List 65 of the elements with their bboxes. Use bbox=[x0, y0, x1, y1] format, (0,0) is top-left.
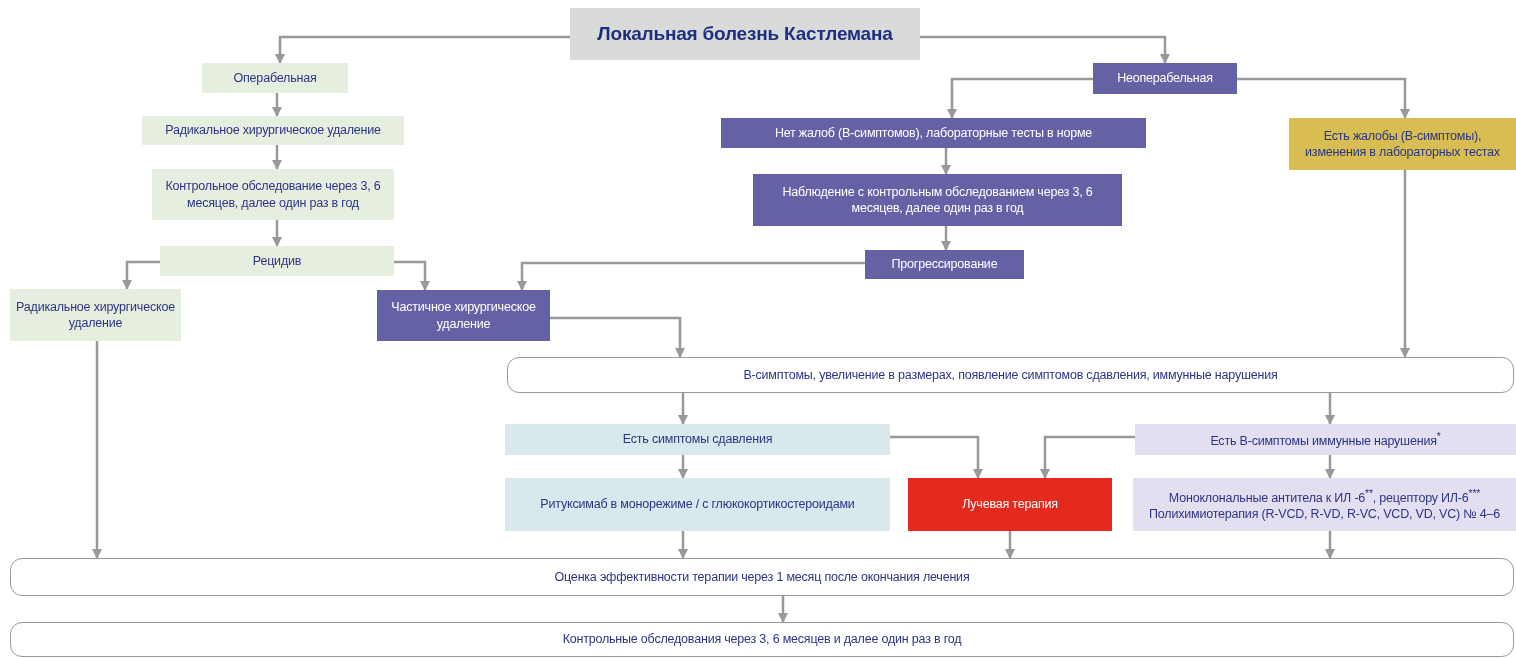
arrow bbox=[550, 316, 685, 358]
box-text: Контрольное обследование через 3, 6 месяцев, далее один раз в год bbox=[164, 178, 382, 211]
box-text: Локальная болезнь Кастлемана bbox=[597, 21, 893, 46]
rounded-box bbox=[507, 357, 1514, 393]
arrow bbox=[920, 35, 1170, 64]
process-box bbox=[1289, 118, 1516, 170]
process-box bbox=[721, 118, 1146, 148]
box-text: Наблюдение с контрольным обследованием через 3, 6 месяцев, далее один раз в год bbox=[781, 183, 1094, 217]
box-text: Радикальное хирургическое удаление bbox=[16, 298, 175, 332]
arrow bbox=[92, 341, 102, 559]
arrow bbox=[1005, 531, 1015, 559]
box-text: Радикальное хирургическое удаление bbox=[165, 122, 381, 139]
arrow bbox=[678, 531, 688, 559]
arrow bbox=[122, 260, 160, 290]
process-box bbox=[377, 290, 550, 341]
box-text: Моноклональные антитела к ИЛ -6$^{**}$, рецептору ИЛ-6$^{***}$ Полихимиотерапия (R-VCD, R-VD, R-VC, VCD, VD, VC) № 4–6 bbox=[1148, 486, 1501, 523]
arrow bbox=[272, 220, 282, 247]
process-box bbox=[505, 424, 890, 455]
process-box bbox=[152, 169, 394, 220]
arrow bbox=[678, 393, 688, 425]
box-text: Есть В-симптомы иммунные нарушения$^{*}$ bbox=[1210, 429, 1441, 450]
box-text: Нет жалоб (В-симптомов), лабораторные тесты в норме bbox=[774, 124, 1093, 142]
process-box bbox=[505, 478, 890, 531]
process-box bbox=[10, 289, 181, 341]
box-text: Есть жалобы (В-симптомы), изменения в лабораторных тестах bbox=[1304, 127, 1501, 161]
process-box bbox=[908, 478, 1112, 531]
box-text: В-симптомы, увеличение в размерах, появление симптомов сдавления, иммунные нарушения bbox=[743, 366, 1278, 384]
process-box bbox=[1133, 478, 1516, 531]
box-text: Контрольные обследования через 3, 6 месяцев и далее один раз в год bbox=[562, 631, 962, 648]
box-text: Ритуксимаб в монорежиме / с глюкокортикостероидами bbox=[540, 496, 855, 513]
box-text: Частичное хирургическое удаление bbox=[390, 299, 537, 332]
process-box bbox=[160, 246, 394, 276]
arrow bbox=[778, 596, 788, 623]
rounded-box bbox=[10, 622, 1514, 657]
box-text: Операбельная bbox=[233, 69, 317, 87]
process-box bbox=[865, 250, 1024, 279]
arrow bbox=[678, 455, 688, 479]
arrow bbox=[517, 261, 865, 291]
box-text: Оценка эффективности терапии через 1 месяц после окончания лечения bbox=[554, 568, 970, 586]
arrow bbox=[1325, 531, 1335, 559]
box-text: Лучевая терапия bbox=[962, 496, 1058, 513]
box-text: Рецидив bbox=[252, 252, 302, 270]
process-box bbox=[202, 63, 348, 93]
box-text: Есть симптомы сдавления bbox=[622, 431, 773, 448]
arrow bbox=[1040, 435, 1135, 479]
arrow bbox=[1400, 170, 1410, 358]
arrow bbox=[394, 260, 430, 291]
arrow bbox=[947, 77, 1093, 119]
arrow bbox=[941, 148, 951, 175]
box-text: Прогрессирование bbox=[891, 256, 998, 273]
process-box bbox=[142, 116, 404, 145]
process-box bbox=[753, 174, 1122, 226]
arrow bbox=[275, 35, 570, 64]
arrow bbox=[890, 435, 983, 479]
box-text: Неоперабельная bbox=[1117, 70, 1213, 87]
arrow bbox=[1325, 393, 1335, 425]
arrow bbox=[272, 145, 282, 170]
process-box bbox=[1135, 424, 1516, 455]
title-box bbox=[570, 8, 920, 60]
rounded-box bbox=[10, 558, 1514, 596]
arrow bbox=[1325, 455, 1335, 479]
arrow bbox=[1237, 77, 1410, 119]
process-box bbox=[1093, 63, 1237, 94]
arrow bbox=[941, 226, 951, 251]
arrow bbox=[272, 93, 282, 117]
